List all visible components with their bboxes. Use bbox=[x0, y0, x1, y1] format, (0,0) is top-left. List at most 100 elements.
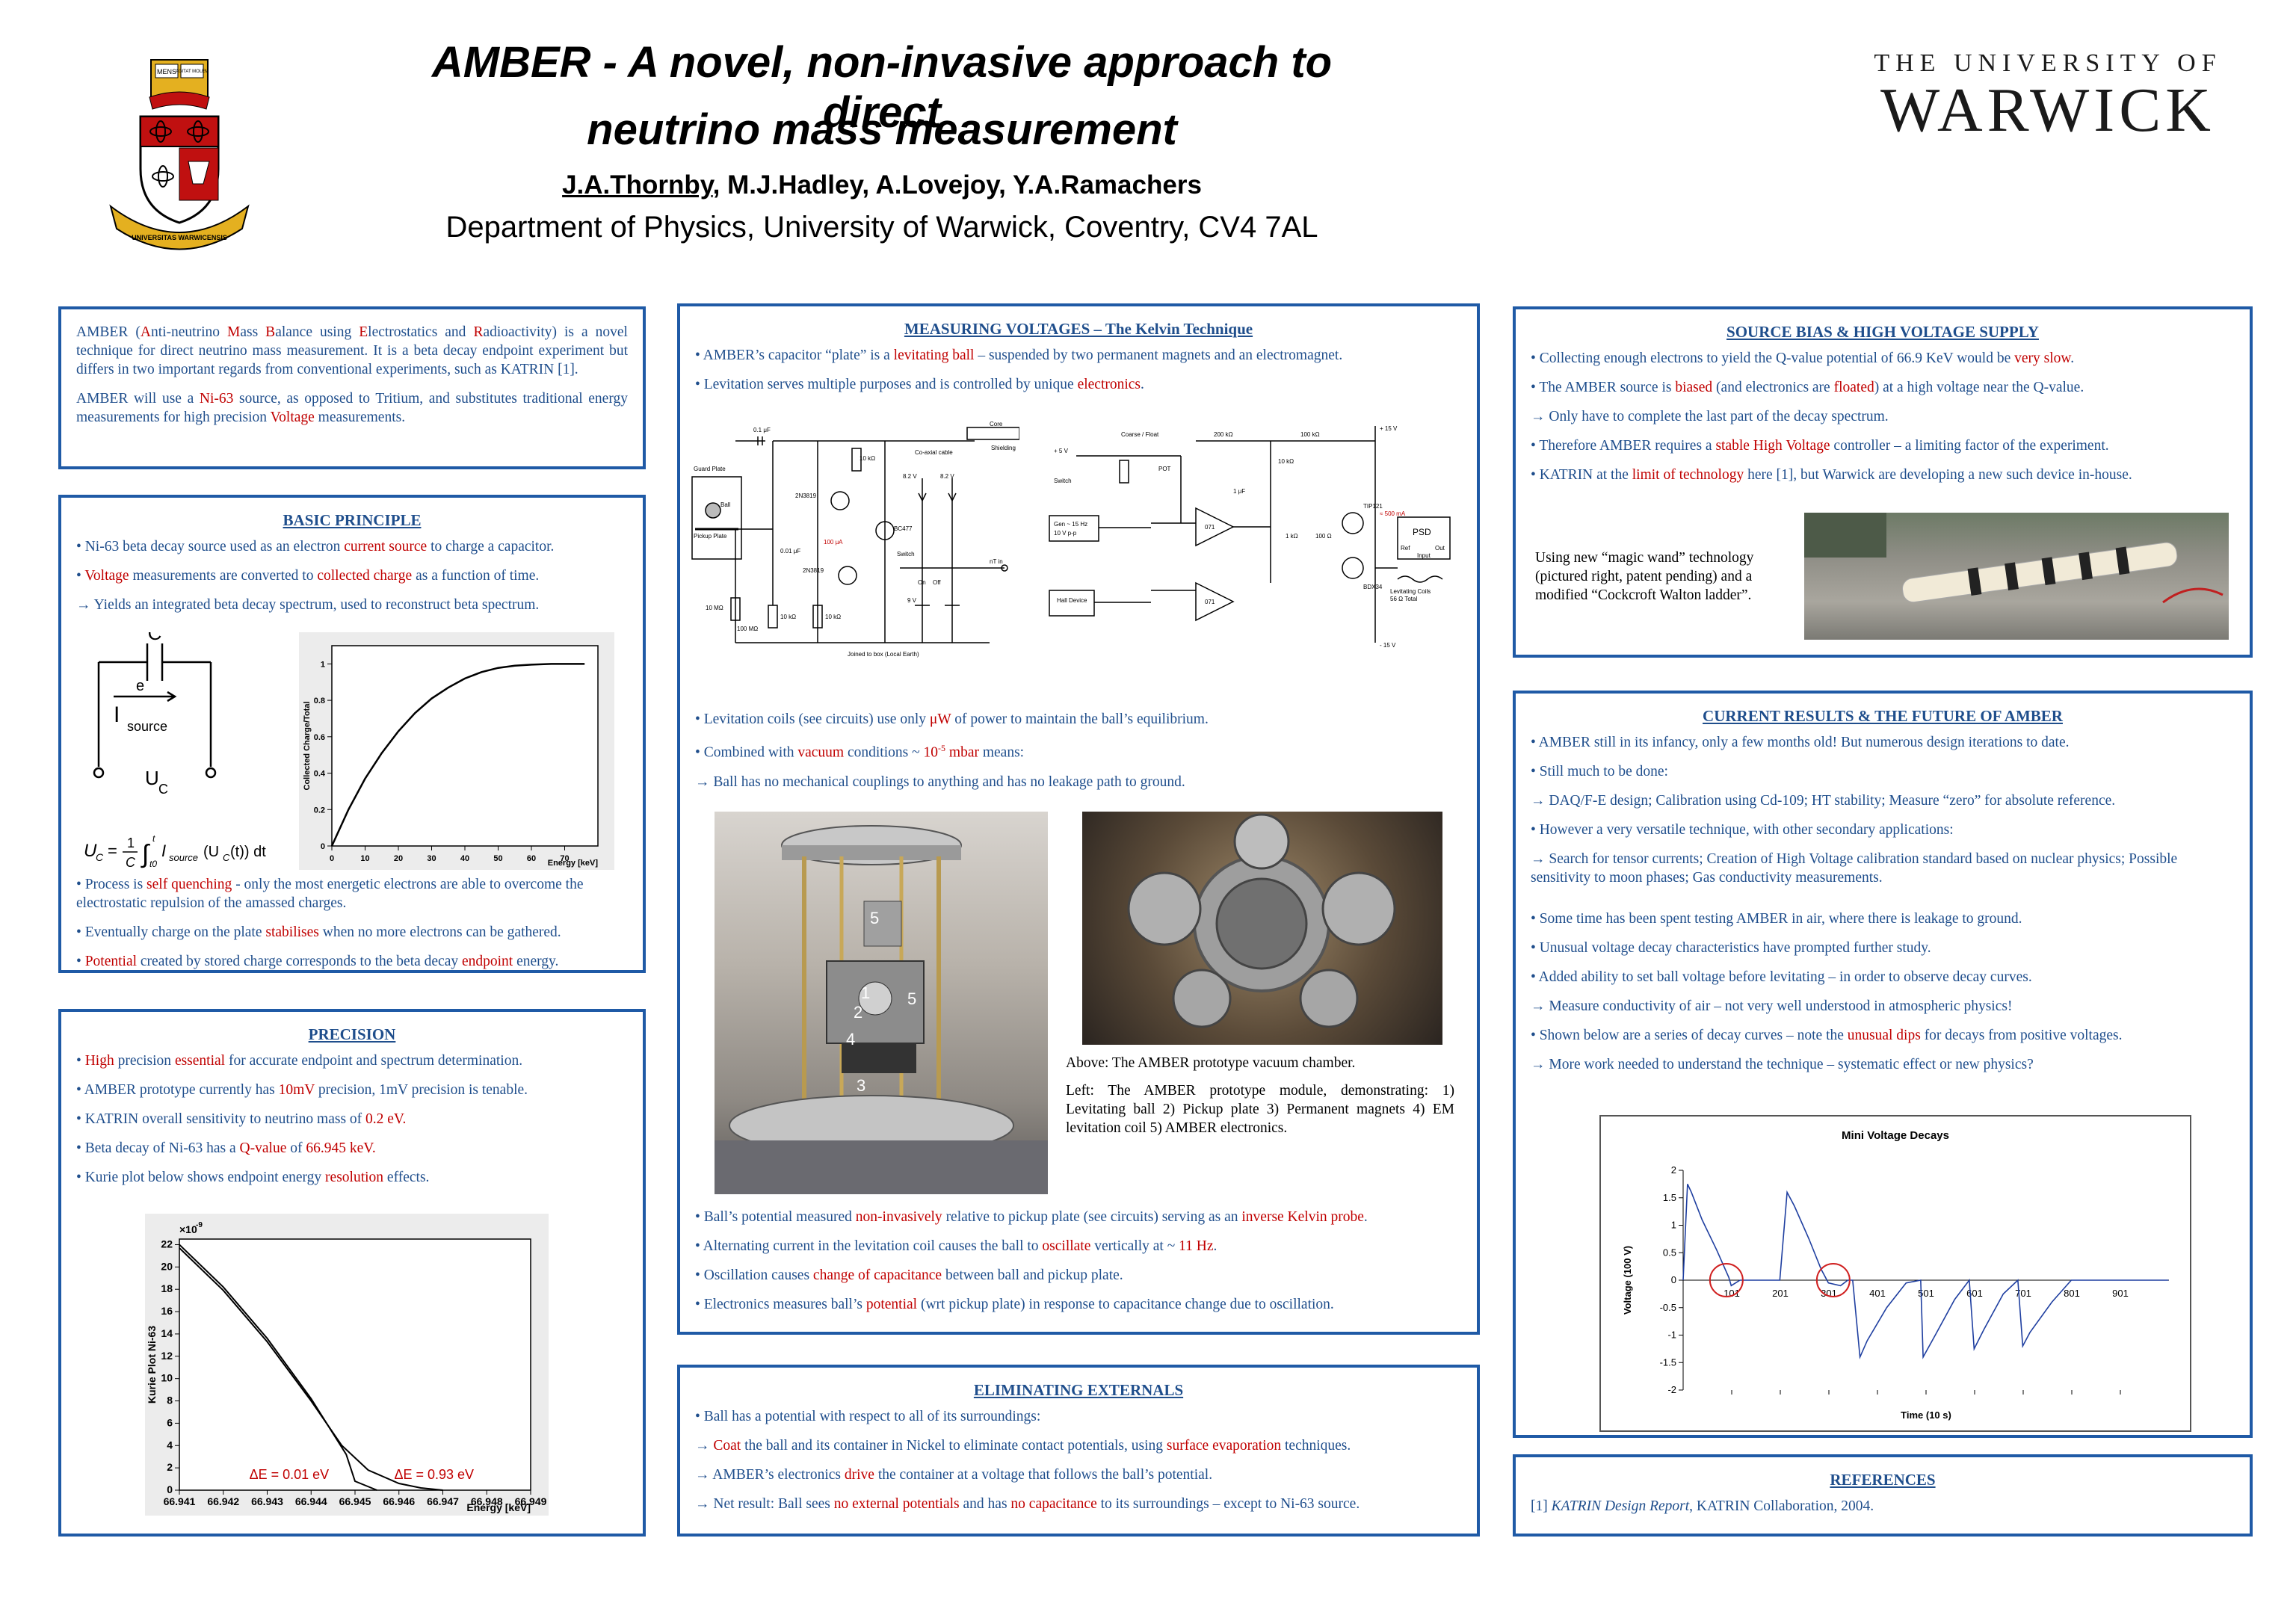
kelvin-title: MEASURING VOLTAGES – The Kelvin Techniqu… bbox=[904, 320, 1253, 338]
y-multiplier-label: ×10 bbox=[179, 1223, 197, 1235]
svg-text:Gen ~ 15 Hz: Gen ~ 15 Hz bbox=[1054, 521, 1087, 528]
y-tick-label: 0.2 bbox=[314, 806, 325, 815]
kelvin-bullet-3: • Levitation coils (see circuits) use on… bbox=[695, 711, 1209, 727]
results-bullet-5: → Search for tensor currents; Creation o… bbox=[1531, 851, 2178, 886]
crest-scroll-text: UNIVERSITAS WARWICENSIS bbox=[132, 234, 227, 241]
results-bullet-2: • Still much to be done: bbox=[1531, 764, 1668, 779]
kelvin-bullet-1: • AMBER’s capacitor “plate” is a levitat… bbox=[695, 348, 1343, 363]
precision-panel: PRECISION • High precision essential for… bbox=[58, 1009, 646, 1537]
current-label: I bbox=[114, 702, 120, 727]
basic-principle-title: BASIC PRINCIPLE bbox=[283, 511, 422, 529]
source-bullet-1: • Collecting enough electrons to yield t… bbox=[1531, 350, 2075, 366]
svg-text:100 Ω: 100 Ω bbox=[1315, 533, 1332, 540]
series-line-0 bbox=[1682, 1184, 2169, 1360]
x-tick-label: 66.948 bbox=[471, 1495, 503, 1507]
module-caption: Left: The AMBER prototype module, demons… bbox=[1066, 1083, 1454, 1136]
voltage-label: U bbox=[145, 767, 159, 789]
svg-text:Levitating Coils: Levitating Coils bbox=[1390, 588, 1431, 595]
y-axis-label: Voltage (100 V) bbox=[1622, 1246, 1633, 1315]
y-tick-label: 6 bbox=[167, 1416, 173, 1428]
results-bullet-6: • Some time has been spent testing AMBER… bbox=[1531, 911, 2022, 927]
y-tick-label: 20 bbox=[161, 1260, 173, 1272]
svg-text:Coarse / Float: Coarse / Float bbox=[1121, 431, 1159, 438]
svg-text:Co-axial cable: Co-axial cable bbox=[915, 449, 953, 456]
delta-e-annotation-0: ΔE = 0.01 eV bbox=[250, 1467, 330, 1482]
svg-text:Ball: Ball bbox=[720, 501, 731, 508]
y-tick-label: -1 bbox=[1667, 1329, 1676, 1341]
svg-text:∫: ∫ bbox=[141, 840, 150, 868]
y-axis-label: Kurie Plot Ni-63 bbox=[146, 1326, 158, 1403]
photo-label-5a: 5 bbox=[870, 909, 880, 927]
magic-wand-photo bbox=[1804, 513, 2229, 640]
results-bullet-10: • Shown below are a series of decay curv… bbox=[1531, 1028, 2123, 1043]
series-line-0 bbox=[179, 1244, 377, 1491]
svg-text:2N3819: 2N3819 bbox=[803, 567, 824, 574]
authors: J.A.Thornby, M.J.Hadley, A.Lovejoy, Y.A.… bbox=[419, 170, 1345, 200]
svg-text:071: 071 bbox=[1205, 599, 1215, 605]
svg-text:C: C bbox=[96, 851, 104, 863]
vacuum-chamber-photo bbox=[1082, 812, 1442, 1045]
externals-title: ELIMINATING EXTERNALS bbox=[973, 1381, 1184, 1399]
charge-formula: U C = 1 C ∫ t t0 I source (U C (t)) dt bbox=[84, 833, 266, 870]
svg-text:PSD: PSD bbox=[1413, 527, 1431, 537]
logo-line2: WARWICK bbox=[1880, 75, 2215, 145]
svg-text:(t)) dt: (t)) dt bbox=[230, 844, 266, 860]
crest-icon: MENS AGITAT MOLEM UNIVERSITAS WARWICENSI… bbox=[109, 59, 250, 250]
y-tick-label: 1 bbox=[1671, 1220, 1676, 1231]
svg-text:On: On bbox=[918, 579, 926, 586]
x-tick-label: 901 bbox=[2112, 1288, 2129, 1299]
svg-text:Shielding: Shielding bbox=[991, 445, 1016, 451]
results-bullet-7: • Unusual voltage decay characteristics … bbox=[1531, 940, 1931, 956]
source-bullet-3: → Only have to complete the last part of… bbox=[1531, 409, 1889, 424]
kelvin-bullet-8: • Oscillation causes change of capacitan… bbox=[695, 1267, 1123, 1283]
svg-text:Input: Input bbox=[1417, 552, 1431, 559]
svg-text:t: t bbox=[152, 833, 155, 844]
x-tick-label: 40 bbox=[460, 854, 469, 863]
series-line-0 bbox=[330, 663, 585, 847]
kelvin-bullet-7: • Alternating current in the levitation … bbox=[695, 1238, 1218, 1254]
x-axis-label: Energy [keV] bbox=[548, 859, 599, 868]
svg-text:100 MΩ: 100 MΩ bbox=[737, 626, 758, 632]
svg-text:source: source bbox=[169, 852, 198, 863]
source-bias-panel: SOURCE BIAS & HIGH VOLTAGE SUPPLY • Coll… bbox=[1513, 306, 2253, 658]
svg-text:Off: Off bbox=[933, 579, 941, 586]
x-tick-label: 0 bbox=[330, 854, 334, 863]
kelvin-bullet-4: • Combined with vacuum conditions ~ 10-5… bbox=[695, 743, 1025, 761]
x-tick-label: 501 bbox=[1918, 1288, 1934, 1299]
x-axis-label: Energy [keV] bbox=[466, 1501, 531, 1513]
svg-text:I: I bbox=[161, 841, 166, 860]
capacitor-circuit-diagram: C e I source U C U C = 1 C ∫ t t0 I sour… bbox=[84, 632, 266, 870]
svg-text:Hall Device: Hall Device bbox=[1057, 597, 1087, 604]
warwick-logo: THE UNIVERSITY OF WARWICK bbox=[1854, 49, 2242, 154]
externals-bullet-4: → Net result: Ball sees no external pote… bbox=[695, 1496, 1360, 1512]
dip-highlight-circle-1 bbox=[1815, 1263, 1851, 1297]
results-bullet-1: • AMBER still in its infancy, only a few… bbox=[1531, 735, 2070, 750]
results-bullet-8: • Added ability to set ball voltage befo… bbox=[1531, 969, 2032, 985]
kelvin-bullet-6: • Ball’s potential measured non-invasive… bbox=[695, 1209, 1368, 1225]
svg-text:≈ 500 mA: ≈ 500 mA bbox=[1380, 510, 1406, 517]
svg-text:100 μA: 100 μA bbox=[824, 539, 843, 546]
svg-text:0.1 μF: 0.1 μF bbox=[753, 427, 771, 433]
svg-text:Out: Out bbox=[1435, 545, 1445, 552]
x-tick-label: 10 bbox=[360, 854, 369, 863]
x-axis-label: Time (10 s) bbox=[1901, 1409, 1951, 1421]
externals-bullet-3: → AMBER’s electronics drive the containe… bbox=[695, 1467, 1213, 1483]
externals-bullet-1: • Ball has a potential with respect to a… bbox=[695, 1409, 1041, 1424]
y-tick-label: 0.5 bbox=[1663, 1247, 1676, 1258]
results-bullet-3: → DAQ/F-E design; Calibration using Cd-1… bbox=[1531, 793, 2116, 809]
y-tick-label: 2 bbox=[1671, 1164, 1676, 1176]
kelvin-bullet-2: • Levitation serves multiple purposes an… bbox=[695, 377, 1144, 392]
co-authors: , M.J.Hadley, A.Lovejoy, Y.A.Ramachers bbox=[712, 170, 1202, 200]
affiliation: Department of Physics, University of War… bbox=[445, 211, 1318, 244]
y-tick-label: 10 bbox=[161, 1372, 173, 1384]
photo-label-3: 3 bbox=[857, 1076, 866, 1095]
precision-bullet-2: • AMBER prototype currently has 10mV pre… bbox=[76, 1082, 528, 1098]
precision-bullet-1: • High precision essential for accurate … bbox=[76, 1053, 523, 1069]
x-tick-label: 66.944 bbox=[295, 1495, 327, 1507]
svg-text:(U: (U bbox=[203, 844, 219, 860]
y-tick-label: 1 bbox=[321, 660, 325, 669]
svg-text:nT in: nT in bbox=[990, 558, 1003, 565]
x-tick-label: 66.943 bbox=[251, 1495, 283, 1507]
basic-bullet-2: • Voltage measurements are converted to … bbox=[76, 568, 540, 584]
